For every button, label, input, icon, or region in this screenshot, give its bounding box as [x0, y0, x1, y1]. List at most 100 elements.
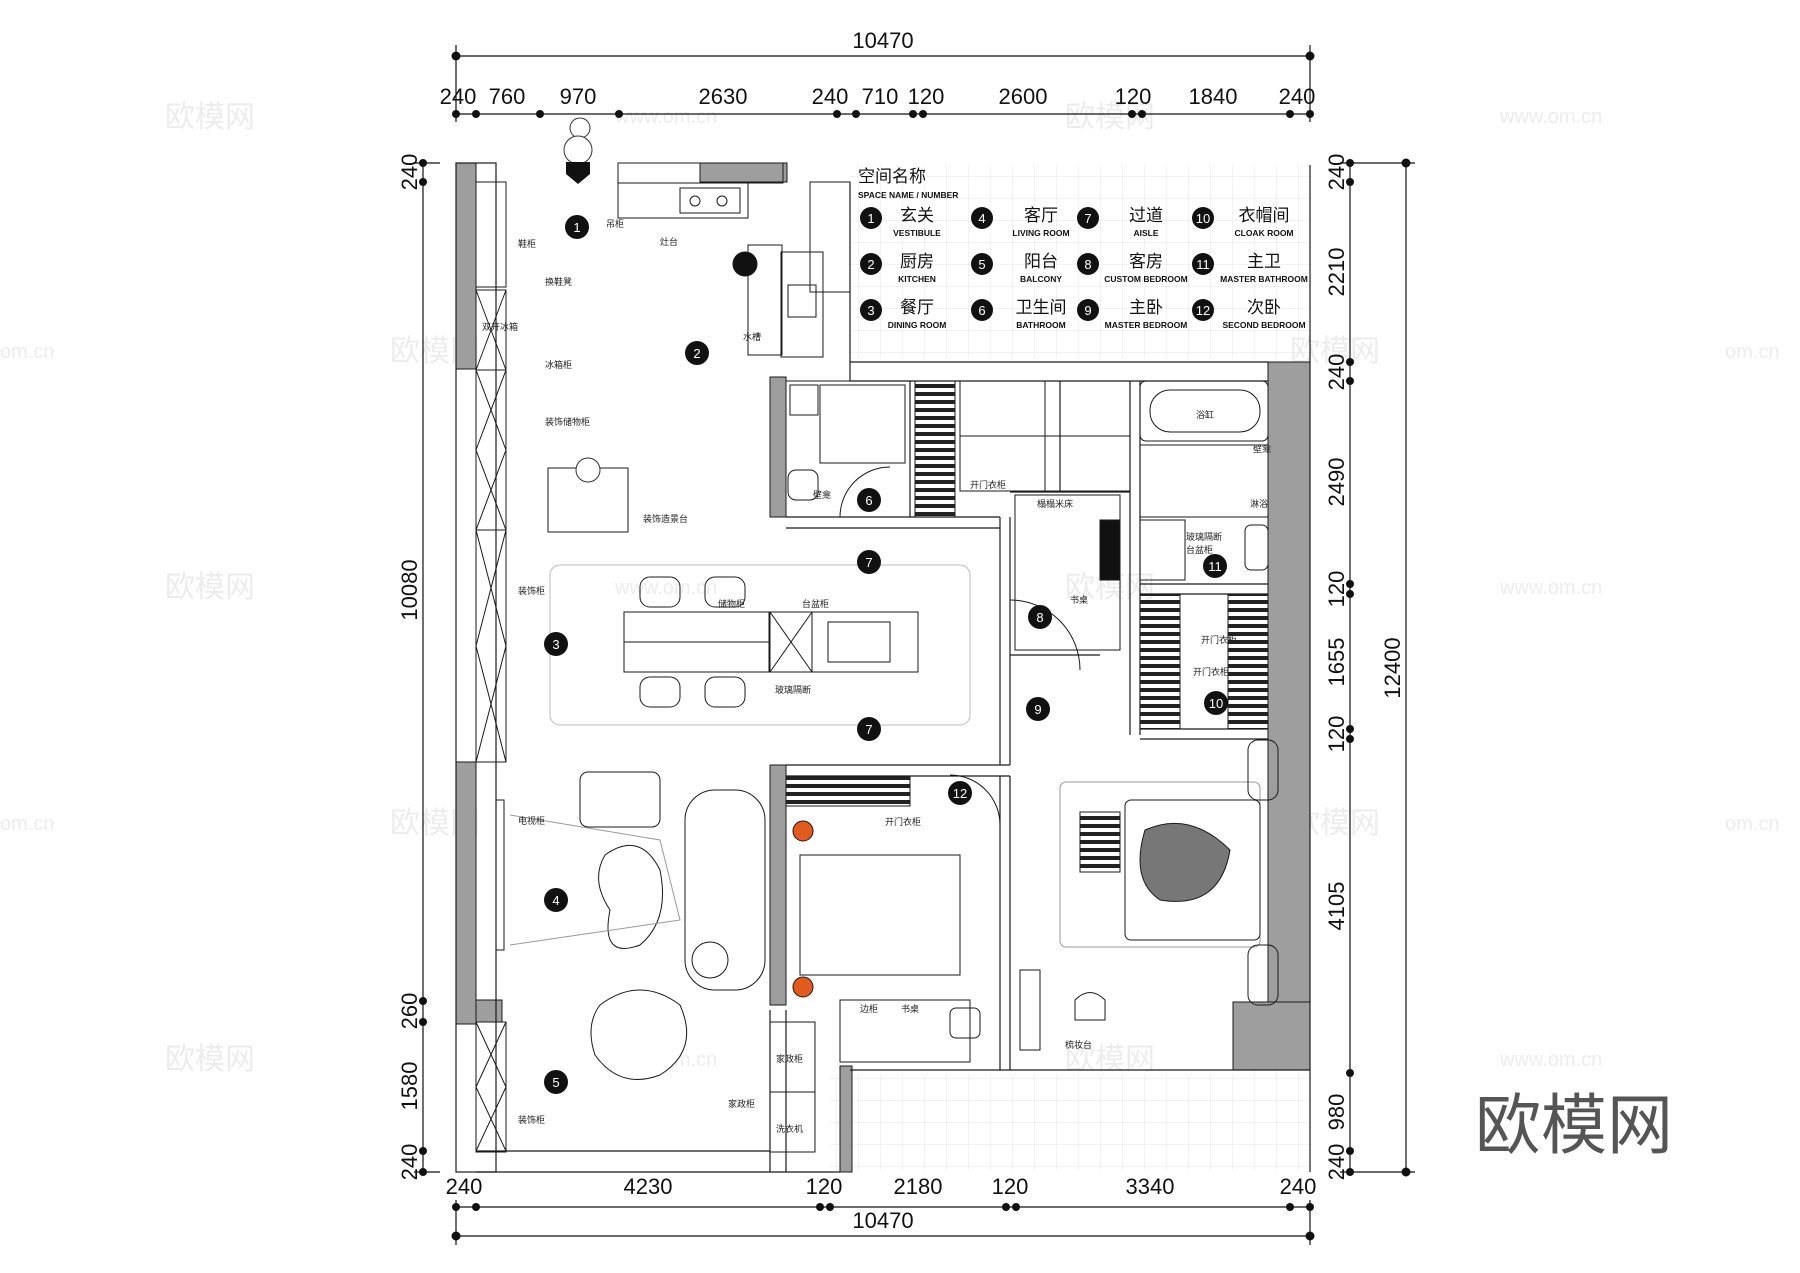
dim-top-seg: 760 — [489, 84, 526, 109]
watermark-url: om.cn — [0, 341, 54, 363]
legend-item-1: 1 玄关 VESTIBULE — [860, 206, 941, 238]
svg-text:5: 5 — [978, 257, 985, 272]
dim-top-seg: 2630 — [699, 84, 748, 109]
tatami-room — [914, 380, 1131, 671]
dim-top-seg: 710 — [862, 84, 899, 109]
bathroom-6 — [785, 380, 911, 518]
dim-left-seg: 260 — [397, 993, 422, 1030]
svg-text:VESTIBULE: VESTIBULE — [893, 228, 941, 238]
legend: 空间名称 SPACE NAME / NUMBER 1 玄关 VESTIBULE … — [858, 167, 1308, 330]
entry-arrow-icon — [566, 174, 590, 184]
balcony-tiles — [830, 1075, 1310, 1170]
dim-left-seg: 1580 — [397, 1062, 422, 1111]
svg-text:10: 10 — [1196, 211, 1210, 226]
dim-top-seg: 240 — [440, 84, 477, 109]
label-household-cabinet: 家政柜 — [776, 1053, 803, 1065]
label-bathtub: 浴缸 — [1196, 409, 1214, 421]
legend-item-11: 11 主卫 MASTER BATHROOM — [1192, 252, 1308, 284]
svg-text:餐厅: 餐厅 — [900, 298, 934, 318]
dim-bottom-seg: 2180 — [894, 1174, 943, 1199]
dim-top-seg: 1840 — [1189, 84, 1238, 109]
label-tatami-bed: 榻榻米床 — [1037, 498, 1073, 510]
legend-item-5: 5 阳台 BALCONY — [971, 252, 1062, 284]
label-deco-cabinet: 装饰柜 — [518, 1114, 545, 1126]
label-household-cabinet: 家政柜 — [728, 1098, 755, 1110]
legend-subtitle: SPACE NAME / NUMBER — [858, 190, 958, 200]
left-cabinets — [475, 181, 507, 1153]
dining-area — [549, 564, 971, 726]
dim-right-seg: 980 — [1324, 1094, 1349, 1131]
dim-left-seg: 240 — [397, 154, 422, 191]
legend-item-4: 4 客厅 LIVING ROOM — [971, 206, 1070, 238]
svg-text:阳台: 阳台 — [1024, 252, 1058, 272]
dim-bottom-seg: 240 — [446, 1174, 483, 1199]
dim-right-seg: 240 — [1324, 354, 1349, 391]
dim-top-seg: 120 — [908, 84, 945, 109]
label-desk: 书桌 — [901, 1003, 919, 1015]
label-deco-cabinet: 装饰柜 — [518, 585, 545, 597]
label-glass-partition: 玻璃隔断 — [775, 684, 811, 696]
svg-text:客房: 客房 — [1129, 252, 1163, 272]
svg-text:8: 8 — [1036, 610, 1043, 625]
svg-text:次卧: 次卧 — [1247, 298, 1281, 318]
svg-text:衣帽间: 衣帽间 — [1239, 206, 1290, 226]
svg-text:卫生间: 卫生间 — [1016, 298, 1067, 318]
room-marker-11: 11 — [1203, 554, 1227, 578]
dim-top-total: 10470 — [852, 28, 913, 53]
svg-text:3: 3 — [552, 637, 559, 652]
svg-text:客厅: 客厅 — [1024, 206, 1058, 226]
svg-text:8: 8 — [1084, 257, 1091, 272]
watermark-brand: 欧模网 — [165, 1042, 255, 1077]
room-marker-3: 3 — [544, 632, 568, 656]
entry-arrow-icon — [566, 162, 590, 174]
watermark-url: om.cn — [1725, 341, 1779, 363]
svg-text:12: 12 — [1196, 303, 1210, 318]
svg-text:MASTER BATHROOM: MASTER BATHROOM — [1220, 274, 1308, 284]
svg-text:6: 6 — [978, 303, 985, 318]
svg-text:1: 1 — [573, 220, 580, 235]
svg-text:10: 10 — [1209, 696, 1223, 711]
label-fridge-cabinet: 冰箱柜 — [545, 359, 572, 371]
label-open-wardrobe: 开门衣柜 — [1193, 666, 1229, 678]
dim-top-seg: 240 — [1279, 84, 1316, 109]
svg-text:7: 7 — [865, 722, 872, 737]
dim-right-seg: 240 — [1324, 1144, 1349, 1181]
label-shoe-bench: 换鞋凳 — [545, 276, 572, 288]
room-marker-6: 6 — [857, 488, 881, 512]
entrance — [563, 117, 593, 184]
svg-text:BALCONY: BALCONY — [1020, 274, 1062, 284]
label-open-wardrobe: 开门衣柜 — [1201, 634, 1237, 646]
deco-console — [547, 457, 629, 533]
legend-item-6: 6 卫生间 BATHROOM — [971, 298, 1067, 330]
dim-top-seg: 120 — [1115, 84, 1152, 109]
second-bedroom — [785, 774, 1001, 1063]
watermark-url: www.om.cn — [1499, 106, 1602, 128]
dim-right-seg: 1655 — [1324, 638, 1349, 687]
room-marker-9: 9 — [1026, 697, 1050, 721]
dim-top-seg: 2600 — [999, 84, 1048, 109]
annotations: 吊柜 灶台 水槽 鞋柜 换鞋凳 双开冰箱 冰箱柜 装饰储物柜 装饰造景台 装饰柜… — [482, 218, 1271, 1135]
svg-text:11: 11 — [1196, 257, 1210, 272]
svg-text:过道: 过道 — [1129, 206, 1163, 226]
brand-logo: 欧模网 — [1475, 1087, 1673, 1164]
dim-right-seg: 2210 — [1324, 248, 1349, 297]
svg-text:1: 1 — [867, 211, 874, 226]
svg-text:12: 12 — [953, 786, 967, 801]
label-dresser: 梳妆台 — [1065, 1039, 1092, 1051]
watermark-brand: 欧模网 — [165, 570, 255, 605]
dim-top-seg: 240 — [812, 84, 849, 109]
label-niche: 壁龛 — [813, 489, 831, 501]
label-storage-cabinet: 储物柜 — [718, 598, 745, 610]
svg-text:主卫: 主卫 — [1247, 252, 1281, 272]
dim-bottom-total: 10470 — [852, 1208, 913, 1233]
watermark-url: www.om.cn — [614, 577, 717, 599]
room-marker-5: 5 — [544, 1070, 568, 1094]
label-open-wardrobe: 开门衣柜 — [885, 816, 921, 828]
label-sink: 水槽 — [743, 331, 761, 343]
label-shoe-cabinet: 鞋柜 — [518, 238, 536, 250]
room-markers: 1 2 3 4 5 6 7 7 8 9 10 11 12 — [544, 215, 1228, 1094]
legend-title: 空间名称 — [858, 167, 926, 187]
label-glass-partition: 玻璃隔断 — [1186, 531, 1222, 543]
watermark-brand: 欧模网 — [1065, 1042, 1155, 1077]
dim-left-seg: 10080 — [397, 559, 422, 620]
